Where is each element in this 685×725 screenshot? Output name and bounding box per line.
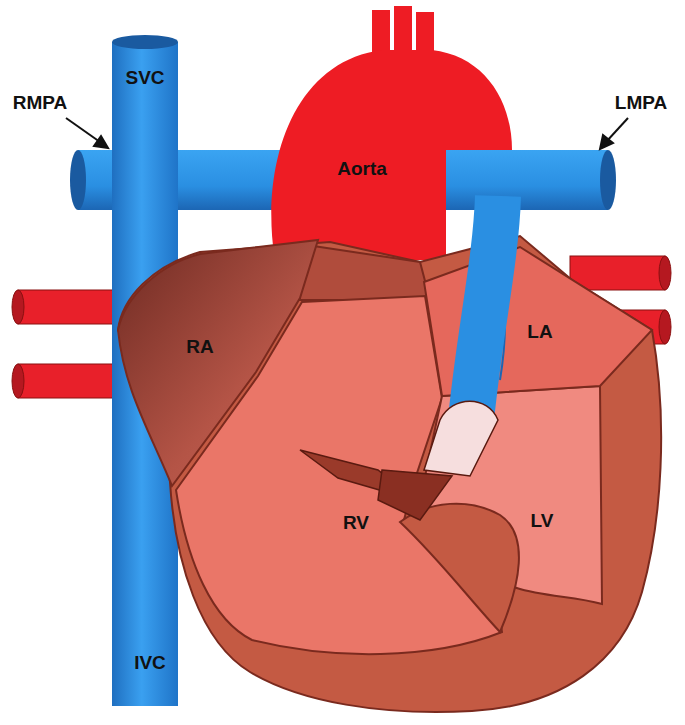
heart (118, 236, 661, 712)
part-label: SVC (125, 68, 164, 87)
part-label: Aorta (337, 159, 387, 178)
part-label: LV (531, 511, 554, 530)
leader-arrows (66, 118, 628, 149)
part-label: IVC (134, 653, 166, 672)
part-label: RMPA (13, 93, 68, 112)
part-label: LA (527, 322, 552, 341)
conduit (300, 196, 505, 520)
part-label: RA (186, 337, 213, 356)
part-label: RV (343, 513, 369, 532)
part-label: LMPA (615, 93, 667, 112)
